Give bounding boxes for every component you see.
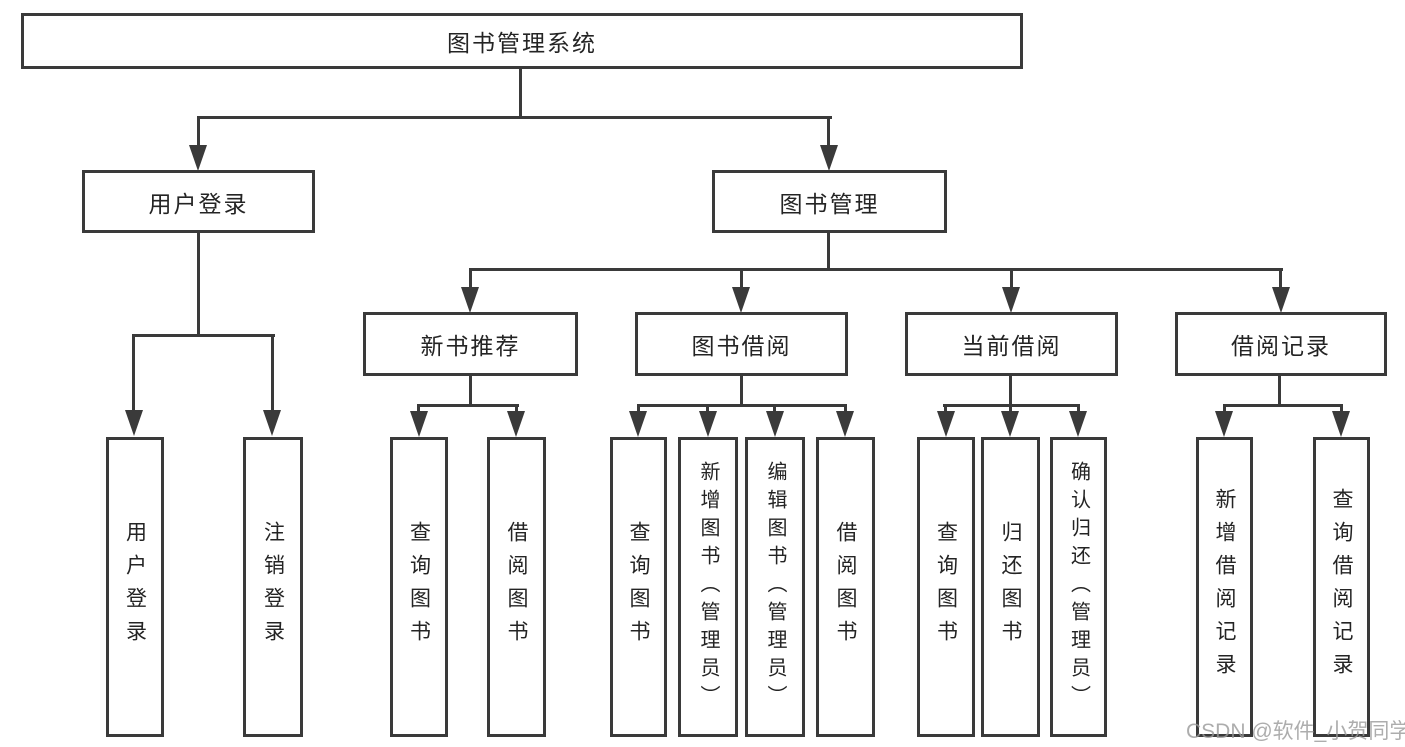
- connector-line: [944, 404, 947, 414]
- node-label: 借阅记录: [1231, 333, 1331, 359]
- node-book-management: 图书管理: [712, 170, 947, 233]
- arrow-down: [263, 410, 281, 436]
- leaf-label: 用户登录: [123, 521, 147, 653]
- connector-line: [469, 268, 472, 290]
- connector-line: [1340, 404, 1343, 414]
- leaf-bb-query-books: 查询图书: [610, 437, 667, 737]
- connector-line: [271, 334, 274, 412]
- connector-line: [1009, 376, 1012, 406]
- connector-line: [417, 404, 420, 414]
- connector-line: [827, 233, 830, 270]
- node-label: 新书推荐: [420, 333, 521, 359]
- connector-line: [132, 334, 275, 337]
- arrow-down: [937, 411, 955, 437]
- leaf-label: 借阅图书: [505, 521, 528, 653]
- connector-line: [469, 268, 1283, 271]
- arrow-down: [766, 411, 784, 437]
- connector-line: [1223, 404, 1226, 414]
- leaf-cb-query-books: 查询图书: [917, 437, 975, 737]
- connector-line: [515, 404, 518, 414]
- node-label: 当前借阅: [961, 333, 1062, 359]
- node-borrow-records: 借阅记录: [1175, 312, 1387, 376]
- connector-line: [1077, 404, 1080, 414]
- leaf-nb-query-books: 查询图书: [390, 437, 448, 737]
- connector-line: [1223, 404, 1343, 407]
- leaf-label: 确认归还（管理员）: [1067, 461, 1090, 713]
- connector-line: [417, 404, 519, 407]
- connector-line: [706, 404, 709, 414]
- connector-line: [827, 116, 830, 147]
- leaf-label: 注销登录: [261, 521, 285, 653]
- node-root-system: 图书管理系统: [21, 13, 1023, 69]
- arrow-down: [461, 287, 479, 313]
- arrow-down: [1272, 287, 1290, 313]
- connector-line: [637, 404, 640, 414]
- connector-line: [1009, 404, 1012, 414]
- leaf-user-login: 用户登录: [106, 437, 164, 737]
- leaf-label: 查询图书: [407, 521, 431, 653]
- leaf-label: 归还图书: [999, 521, 1022, 653]
- connector-line: [197, 116, 832, 119]
- arrow-down: [629, 411, 647, 437]
- leaf-label: 编辑图书（管理员）: [764, 461, 786, 713]
- arrow-down: [732, 287, 750, 313]
- arrow-down: [1001, 411, 1019, 437]
- arrow-down: [1002, 287, 1020, 313]
- node-user-login: 用户登录: [82, 170, 315, 233]
- leaf-cb-return-books: 归还图书: [981, 437, 1040, 737]
- leaf-logout: 注销登录: [243, 437, 303, 737]
- leaf-cb-confirm-return-admin: 确认归还（管理员）: [1050, 437, 1107, 737]
- connector-line: [197, 116, 200, 147]
- csdn-watermark: CSDN @软件_小贺同学: [1186, 720, 1405, 743]
- leaf-br-add-borrow-record: 新增借阅记录: [1196, 437, 1253, 737]
- arrow-down: [820, 145, 838, 171]
- leaf-label: 新增借阅记录: [1213, 488, 1236, 686]
- node-label: 图书管理系统: [447, 30, 597, 56]
- node-current-borrow: 当前借阅: [905, 312, 1118, 376]
- connector-line: [1010, 268, 1013, 290]
- arrow-down: [189, 145, 207, 171]
- node-new-book-recommend: 新书推荐: [363, 312, 578, 376]
- leaf-br-query-borrow-record: 查询借阅记录: [1313, 437, 1370, 737]
- connector-line: [1279, 268, 1282, 290]
- node-book-borrow: 图书借阅: [635, 312, 848, 376]
- leaf-label: 查询借阅记录: [1330, 488, 1353, 686]
- node-label: 用户登录: [148, 190, 249, 217]
- connector-line: [1278, 376, 1281, 406]
- connector-line: [740, 268, 743, 290]
- connector-line: [519, 69, 522, 117]
- leaf-bb-edit-book-admin: 编辑图书（管理员）: [745, 437, 805, 737]
- connector-line: [197, 233, 200, 337]
- node-label: 图书借阅: [691, 333, 792, 359]
- arrow-down: [1069, 411, 1087, 437]
- connector-line: [740, 376, 743, 406]
- connector-line: [773, 404, 776, 414]
- arrow-down: [1332, 411, 1350, 437]
- leaf-bb-borrow-books: 借阅图书: [816, 437, 875, 737]
- arrow-down: [699, 411, 717, 437]
- connector-line: [132, 334, 135, 412]
- arrow-down: [1215, 411, 1233, 437]
- node-label: 图书管理: [779, 190, 880, 217]
- connector-line: [637, 404, 847, 407]
- arrow-down: [836, 411, 854, 437]
- connector-line: [844, 404, 847, 414]
- arrow-down: [507, 411, 525, 437]
- leaf-label: 查询图书: [934, 521, 958, 653]
- arrow-down: [410, 411, 428, 437]
- leaf-label: 查询图书: [627, 521, 650, 653]
- leaf-label: 借阅图书: [834, 521, 857, 653]
- connector-line: [469, 376, 472, 406]
- leaf-nb-borrow-books: 借阅图书: [487, 437, 546, 737]
- arrow-down: [125, 410, 143, 436]
- leaf-bb-add-book-admin: 新增图书（管理员）: [678, 437, 738, 737]
- leaf-label: 新增图书（管理员）: [697, 461, 719, 713]
